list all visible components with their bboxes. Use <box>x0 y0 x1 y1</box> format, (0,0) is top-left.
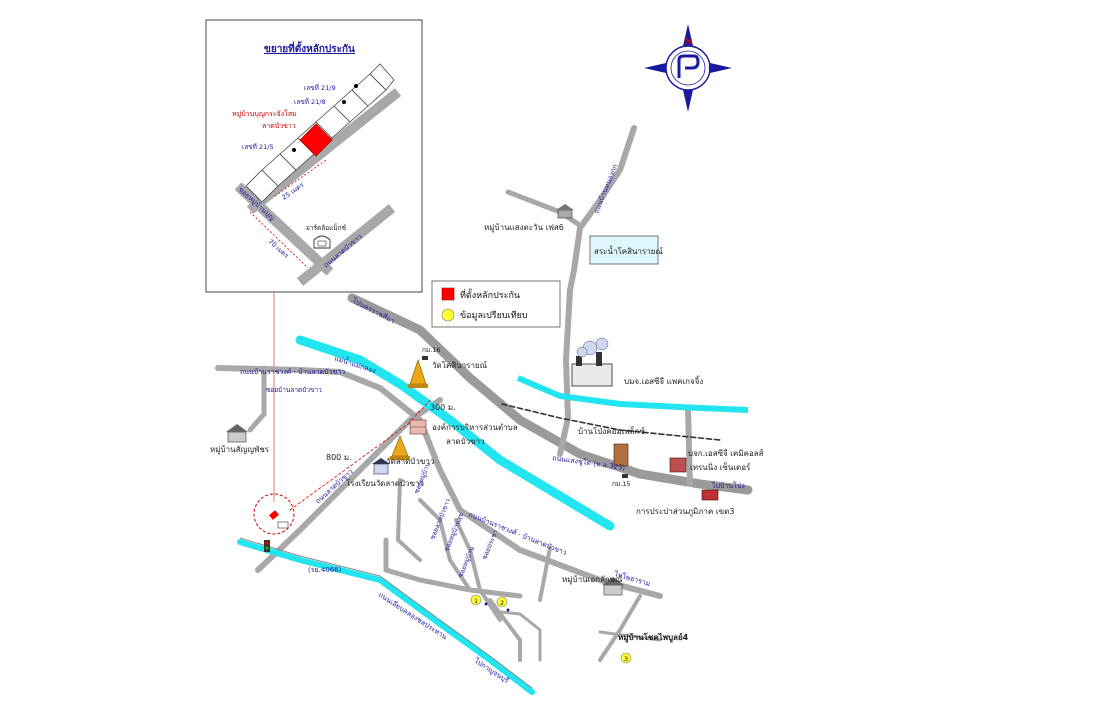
inset-site-lot <box>299 123 333 157</box>
compare-point-3-label: 3 <box>624 655 628 663</box>
label-soi-e: ซอยประชา <box>480 528 499 560</box>
label-300m: 300 ม. <box>430 403 456 412</box>
inset-dimension-70 <box>249 211 309 269</box>
label-village-chok: หมู่บ้านโชคไพบูลย์4 <box>618 632 689 643</box>
label-road-top: ถนนบ้านหนองกก <box>592 163 619 215</box>
village-ekachat-icon <box>602 577 624 596</box>
legend-site-label: ที่ตั้งหลักประกัน <box>460 288 520 301</box>
label-wat-kosinarai: วัดโคสินารายณ์ <box>432 360 488 370</box>
legend: ที่ตั้งหลักประกัน ข้อมูลเปรียบเทียบ <box>431 280 561 328</box>
label-wat-ladbuakhao: วัดลาดบัวขาว <box>386 457 434 466</box>
dist-line-800 <box>289 423 409 511</box>
legend-site-swatch <box>441 287 455 301</box>
school-icon <box>372 458 390 475</box>
ban-pong-complex-icon <box>613 443 629 467</box>
legend-compare-swatch <box>441 308 455 322</box>
label-km15: กม.15 <box>612 480 631 488</box>
label-factory: บมจ.เอสซีจี แพคเกจจิ้ง <box>624 375 703 386</box>
compass-north: N <box>685 36 692 46</box>
km16-marker-icon <box>422 356 428 360</box>
label-road-4066: (รย.4066) <box>308 566 342 574</box>
compare-point-2-label: 2 <box>500 599 504 607</box>
inset-panel: ขยายที่ตั้งหลักประกัน เลขที่ 21/9 เลขที่… <box>205 19 423 293</box>
label-village-sangtawan: หมู่บ้านแสงตะวัน เฟส6 <box>484 223 564 233</box>
lot-label-21-9: เลขที่ 21/9 <box>304 83 336 92</box>
compass-west: W <box>661 65 668 72</box>
label-km16: กม.16 <box>422 346 441 354</box>
lot-label-21-5: เลขที่ 21/5 <box>242 142 274 151</box>
km15-marker-icon <box>622 474 628 478</box>
label-school: โรงเรียนวัดลาดบัวขาว <box>346 478 424 488</box>
dist-line-300 <box>407 397 433 425</box>
compass-rose-icon: N S E W <box>644 24 732 112</box>
village-sanbun-icon <box>226 424 248 443</box>
lot-label-21-8: เลขที่ 21/8 <box>294 97 326 106</box>
label-to-korat: ไปนครราชสีมา <box>350 295 396 325</box>
scg-training-icon <box>669 457 687 473</box>
inset-road-left <box>234 182 334 276</box>
compare-point-2-dot <box>506 608 510 612</box>
traffic-light-icon <box>264 540 270 552</box>
label-ban-pong-complex: บ้านโป่งคอมเพล็กซ์ <box>578 426 646 436</box>
village-sangtawan-icon <box>556 204 574 219</box>
lot-marker-21-5 <box>292 148 296 152</box>
inset-road-lower <box>296 204 396 286</box>
lot-marker-21-9 <box>354 84 358 88</box>
compass-south: S <box>685 93 689 100</box>
river <box>295 335 615 531</box>
label-village-sanbun: หมู่บ้านสัญญพัชร <box>210 445 270 455</box>
factory-icon <box>571 337 613 387</box>
label-scg-chem-1: บจก.เอสซีจี เคมิคอลส์ <box>688 448 764 458</box>
inset-village-label-1: หมู่บ้านบุญกระจังโสม <box>232 109 297 118</box>
label-tambon-office-1: องค์การบริหารส่วนตำบล <box>432 422 518 432</box>
compare-point-2: 2 <box>496 596 508 608</box>
canal <box>237 539 535 695</box>
compare-point-1-dot <box>484 602 488 606</box>
label-road-ban-ratcha: ถนนบ้านราชวงศ์ - บ้านลาดบัวขาว <box>240 368 345 376</box>
pond <box>589 235 659 265</box>
lot-marker-21-8 <box>342 100 346 104</box>
label-scg-chem-2: เทรนนิ่ง เซ็นเตอร์ <box>690 461 751 472</box>
inset-road-diagonal <box>246 88 402 214</box>
label-800m: 800 ม. <box>326 453 352 462</box>
roads <box>215 125 753 662</box>
shop-icon <box>313 235 331 249</box>
label-pea: การประปาส่วนภูมิภาค เขต3 <box>636 507 734 517</box>
canal-north <box>516 375 749 413</box>
compare-point-1-label: 1 <box>474 597 478 605</box>
pond-label: สระน้ำโคสินารายณ์ <box>594 245 663 256</box>
label-road-khlong: ถนนเลียบคลองชลประทาน <box>377 591 449 641</box>
site-marker <box>253 493 295 535</box>
compass-east: E <box>708 65 712 72</box>
inset-dimension-25 <box>274 159 327 197</box>
label-soi-left: ซอยบ้านลาดบัวขาว <box>266 386 322 394</box>
temple-ladbuakhao-icon <box>390 435 410 460</box>
inset-title: ขยายที่ตั้งหลักประกัน <box>264 41 355 55</box>
inset-shop-label: อาร์ตล้อแม็กซ์ <box>306 223 347 232</box>
tambon-office-icon <box>409 419 427 435</box>
legend-compare-label: ข้อมูลเปรียบเทียบ <box>460 310 528 321</box>
inset-village-label-2: ลาดบัวขาว <box>262 122 296 130</box>
label-to-ban-pong: ไปบ้านโป่ง <box>711 481 745 490</box>
label-village-ekachat: หมู่บ้านเอกลักษณ์ <box>562 574 623 585</box>
compare-point-3: 3 <box>620 652 632 664</box>
pea-icon <box>701 489 719 501</box>
label-tambon-office-2: ลาดบัวขาว <box>446 437 485 446</box>
temple-kosinarai-icon <box>408 359 428 388</box>
compare-point-1: 1 <box>470 594 482 606</box>
